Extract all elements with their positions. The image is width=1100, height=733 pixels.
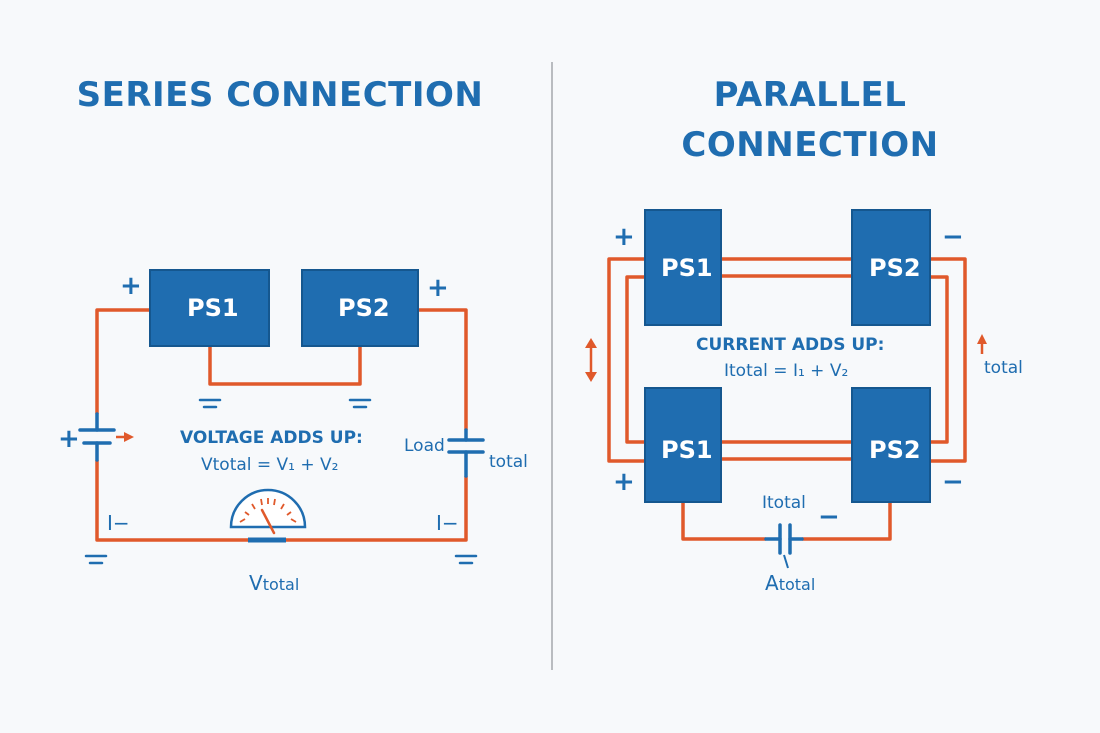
series-wire-left (95, 308, 150, 414)
parallel-double-arrow-up (585, 338, 597, 348)
ground-icon (84, 554, 108, 565)
parallel-plus-bottom: + (613, 467, 635, 497)
parallel-wires (589, 257, 984, 541)
series-wire-right (417, 308, 468, 430)
series-meter-gauge-icon (229, 488, 307, 543)
parallel-lower-wire-right (802, 502, 892, 541)
series-ground-symbols (84, 398, 478, 565)
parallel-lower-wire (681, 502, 766, 541)
series-plus-source: + (58, 424, 80, 454)
parallel-ps2-bottom-box (851, 387, 931, 503)
series-title: SERIES CONNECTION (76, 75, 484, 115)
series-ps2-label: PS2 (338, 294, 390, 322)
parallel-ps1-top-box (644, 209, 722, 326)
parallel-ps1-top-label: PS1 (661, 254, 713, 282)
series-ps2-box (301, 269, 419, 347)
series-wires (95, 308, 468, 542)
series-meter-label-main: V (249, 571, 263, 595)
parallel-meter-tick (783, 554, 789, 569)
ground-icon (198, 398, 222, 409)
series-wire-left-lower (95, 460, 248, 542)
parallel-meter-label: Atotal (765, 571, 815, 595)
series-plus-right: + (427, 273, 449, 303)
series-battery-left (78, 412, 116, 462)
parallel-double-arrow-down (585, 372, 597, 382)
series-minus-right: I− (436, 511, 459, 535)
series-minus-left: I− (107, 511, 130, 535)
series-plus-left: + (120, 271, 142, 301)
parallel-right-outer (930, 257, 967, 463)
center-divider (551, 62, 553, 670)
parallel-current-arrowhead (977, 334, 987, 344)
parallel-cap-minus: − (818, 502, 840, 532)
parallel-right-inner (930, 275, 949, 444)
parallel-outer-loop (607, 257, 645, 463)
ground-icon (348, 398, 372, 409)
parallel-minus-bottom: − (942, 467, 964, 497)
parallel-cap-label: Itotal (762, 493, 806, 513)
ground-icon (454, 554, 478, 565)
parallel-ps1-bottom-box (644, 387, 722, 503)
parallel-title: PARALLEL CONNECTION (681, 75, 939, 165)
parallel-ps2-top-label: PS2 (869, 254, 921, 282)
parallel-equation-heading: CURRENT ADDS UP: (696, 335, 885, 355)
parallel-meter-label-main: A (765, 571, 779, 595)
series-load-capacitor (447, 428, 485, 478)
parallel-current-total: total (984, 358, 1023, 378)
series-equation-heading: VOLTAGE ADDS UP: (180, 428, 363, 448)
parallel-meter-label-sub: total (778, 575, 816, 594)
series-load-label: Load (404, 436, 445, 456)
series-wire-link (208, 346, 362, 386)
parallel-minus-top: − (942, 222, 964, 252)
parallel-ps1-bottom-label: PS1 (661, 436, 713, 464)
series-load-total: total (489, 452, 528, 472)
parallel-capacitor (764, 523, 804, 555)
parallel-ps2-bottom-label: PS2 (869, 436, 921, 464)
series-meter-label: Vtotal (249, 571, 299, 595)
series-wire-bottom-right (286, 476, 468, 542)
parallel-inner-loop (625, 275, 645, 444)
series-meter-label-sub: total (262, 575, 300, 594)
parallel-plus-top: + (613, 222, 635, 252)
series-equation: Vtotal = V₁ + V₂ (201, 455, 339, 475)
parallel-equation: Itotal = I₁ + V₂ (724, 361, 849, 381)
series-source-arrowhead (124, 432, 134, 442)
series-ps1-label: PS1 (187, 294, 239, 322)
parallel-ps2-top-box (851, 209, 931, 326)
series-ps1-box (149, 269, 270, 347)
